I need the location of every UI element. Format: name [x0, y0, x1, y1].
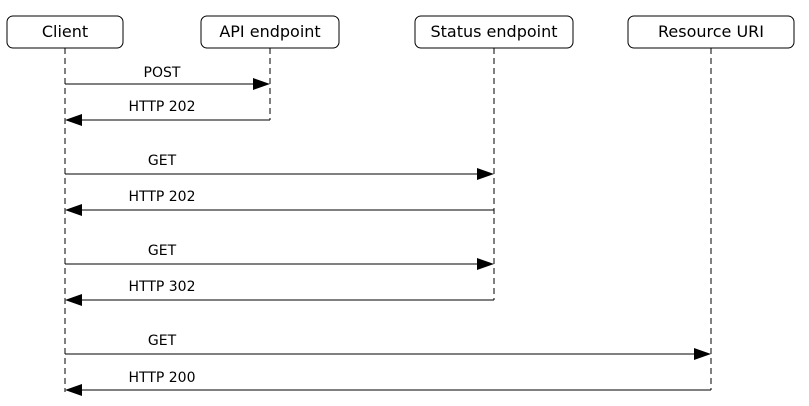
actor-api-endpoint: API endpoint	[200, 15, 340, 49]
message-label: GET	[148, 153, 177, 169]
arrowhead-left-icon	[65, 204, 82, 216]
message-get: GET	[65, 243, 494, 270]
message-http-202: HTTP 202	[65, 99, 270, 126]
message-label: HTTP 202	[129, 189, 196, 205]
actor-status-endpoint-label: Status endpoint	[430, 22, 557, 41]
arrowhead-right-icon	[694, 348, 711, 360]
actor-client: Client	[6, 15, 124, 49]
message-label: POST	[144, 65, 181, 81]
message-label: GET	[148, 243, 177, 259]
actor-status-endpoint: Status endpoint	[414, 15, 574, 49]
message-label: HTTP 200	[129, 370, 196, 386]
message-http-200: HTTP 200	[65, 370, 711, 396]
arrowhead-left-icon	[65, 294, 82, 306]
arrowhead-left-icon	[65, 114, 82, 126]
message-get: GET	[65, 333, 711, 360]
actor-client-label: Client	[42, 22, 88, 41]
arrowhead-right-icon	[477, 258, 494, 270]
message-http-202: HTTP 202	[65, 189, 494, 216]
actor-resource-uri: Resource URI	[627, 15, 795, 49]
actor-api-endpoint-label: API endpoint	[219, 22, 320, 41]
message-label: GET	[148, 333, 177, 349]
message-post: POST	[65, 65, 270, 90]
arrowhead-right-icon	[253, 78, 270, 90]
message-http-302: HTTP 302	[65, 279, 494, 306]
message-label: HTTP 202	[129, 99, 196, 115]
arrowhead-left-icon	[65, 384, 82, 396]
actor-resource-uri-label: Resource URI	[658, 22, 764, 41]
arrowhead-right-icon	[477, 168, 494, 180]
message-get: GET	[65, 153, 494, 180]
message-label: HTTP 302	[129, 279, 196, 295]
